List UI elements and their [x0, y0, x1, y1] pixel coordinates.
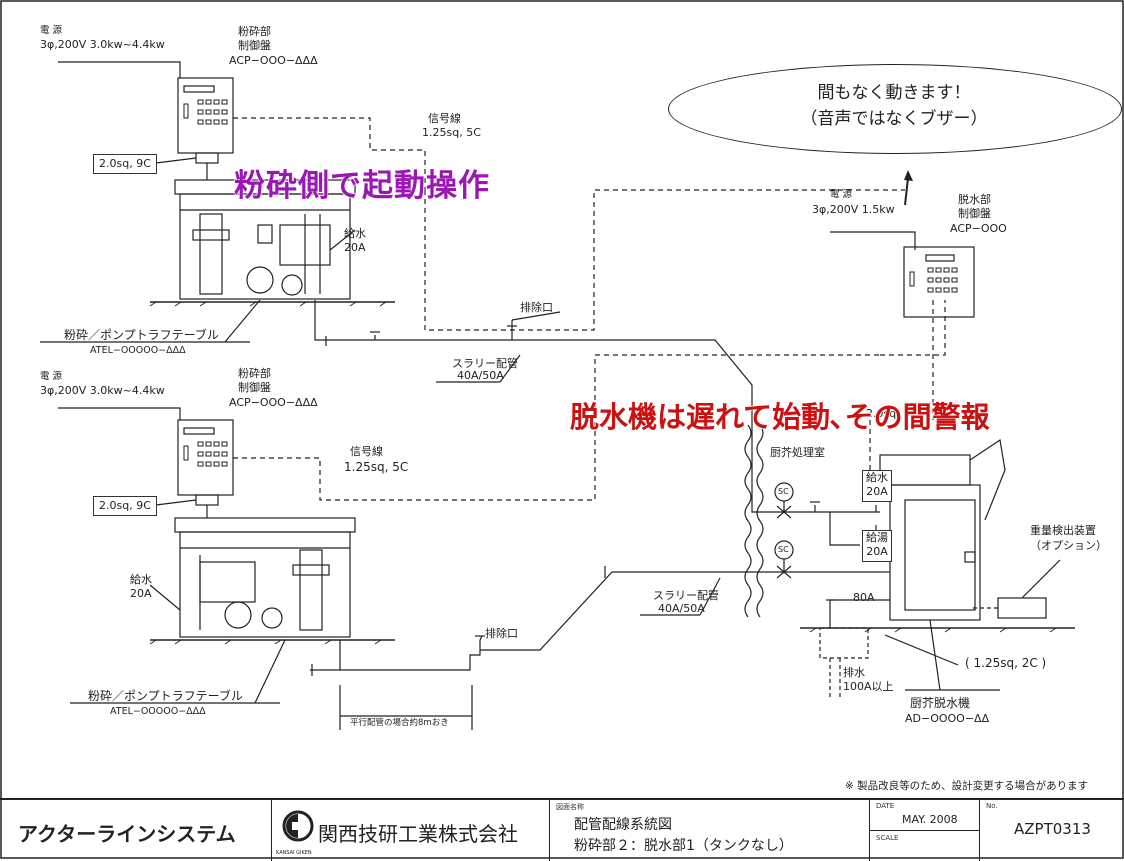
sc-valve-label-2: SC — [778, 545, 789, 554]
crush-start-callout: 粉砕側で起動操作 — [233, 167, 490, 204]
drawing-name-cell: 図面名称 配管配線系統図 粉砕部２：脱水部1（タンクなし） — [550, 800, 870, 861]
dehyd-hot-1: 給湯 — [866, 531, 888, 544]
dehyd-power-2: 3φ,200V 1.5kw — [812, 203, 895, 216]
power-label-top-2: 3φ,200V 3.0kw~4.4kw — [40, 38, 165, 51]
number-caption: No. — [986, 802, 998, 810]
dehyd-panel-3: ACP−OOO — [950, 222, 1007, 235]
drain-label-bottom: 排除口 — [485, 627, 518, 640]
dehyd-cable-label: 2.0sq, 5C — [866, 407, 918, 420]
table-label-top-2: ATEL−OOOOO−ΔΔΔ — [90, 345, 186, 356]
date-value: MAY. 2008 — [902, 813, 958, 826]
buzzer-speech-bubble: 間もなく動きます！ （音声ではなくブザー） — [668, 64, 1124, 156]
power-label-bottom-1: 電 源 — [40, 371, 63, 382]
bubble-line-1: 間もなく動きます！ — [817, 83, 971, 103]
drawing-number: AZPT0313 — [1014, 820, 1091, 838]
panel-label-bottom-3: ACP−OOO−ΔΔΔ — [229, 396, 318, 409]
logo-subtext: KANSAI GIKEN — [276, 850, 312, 856]
company-name: 関西技研工業株式会社 — [318, 822, 518, 846]
signal-label-bottom-1: 信号線 — [350, 445, 383, 458]
date-scale-cell: DATE MAY. 2008 SCALE — [870, 800, 980, 861]
table-label-bottom-2: ATEL−OOOOO−ΔΔΔ — [110, 706, 206, 717]
design-change-note: ※ 製品改良等のため、設計変更する場合があります — [845, 780, 1089, 792]
cable-box-top: 2.0sq, 9C — [93, 154, 157, 174]
signal-label-top-1: 信号線 — [428, 112, 461, 125]
water-label-bottom-1: 給水 — [130, 573, 152, 586]
machine-label-1: 厨芥脱水機 — [910, 696, 971, 710]
dehyd-hot-2: 20A — [866, 545, 888, 558]
panel-label-bottom-1: 粉砕部 — [238, 367, 271, 380]
drawing-number-cell: No. AZPT0313 — [980, 800, 1124, 861]
title-block: アクターラインシステム KANSAI GIKEN 関西技研工業株式会社 図面名称… — [0, 798, 1124, 861]
water-label-top-1: 給水 — [344, 227, 366, 240]
sc-valve-label-1: SC — [778, 487, 789, 496]
water-label-top-2: 20A — [344, 241, 366, 254]
dehyd-panel-1: 脱水部 — [958, 193, 991, 206]
parallel-pipe-note: 平行配管の場合約8mおき — [350, 718, 449, 728]
bubble-line-2: （音声ではなくブザー） — [800, 109, 988, 129]
date-caption: DATE — [876, 802, 895, 810]
power-label-top-1: 電 源 — [40, 25, 63, 36]
exhaust-label-1: 排水 — [843, 666, 865, 679]
weight-device-2: （オプション） — [1030, 539, 1107, 552]
drain-label-top: 排除口 — [520, 301, 553, 314]
drawing-name-2: 粉砕部２：脱水部1（タンクなし） — [574, 838, 793, 854]
drawing-name-1: 配管配線系統図 — [574, 817, 672, 833]
signal-label-bottom-2: 1.25sq, 5C — [344, 460, 409, 474]
dehyd-water-2: 20A — [866, 485, 888, 498]
power-label-bottom-2: 3φ,200V 3.0kw~4.4kw — [40, 384, 165, 397]
dehyd-delay-callout: 脱水機は遅れて始動､その間警報 — [569, 399, 990, 434]
system-name: アクターラインシステム — [18, 822, 236, 846]
table-label-top-1: 粉砕／ポンプトラフテーブル — [64, 328, 219, 342]
machine-label-2: AD−OOOO−ΔΔ — [905, 712, 990, 725]
pipe-80a-label: 80A — [853, 591, 875, 604]
scale-caption: SCALE — [876, 834, 899, 842]
slurry-label-top-1: スラリー配管 — [452, 357, 518, 370]
dehyd-panel-2: 制御盤 — [958, 207, 991, 220]
company-cell: KANSAI GIKEN 関西技研工業株式会社 — [272, 800, 550, 861]
slurry-label-top-2: 40A/50A — [457, 369, 504, 382]
panel-label-top-1: 粉砕部 — [238, 25, 271, 38]
slurry-label-bottom-1: スラリー配管 — [653, 589, 719, 602]
company-logo-icon — [282, 810, 314, 842]
dehyd-water-1: 給水 — [866, 471, 888, 484]
weight-device-1: 重量検出装置 — [1030, 524, 1096, 537]
kitchen-room-label: 厨芥処理室 — [770, 446, 825, 459]
dehyd-power-1: 電 源 — [830, 189, 853, 200]
signal-label-top-2: 1.25sq, 5C — [422, 126, 481, 139]
table-label-bottom-1: 粉砕／ポンプトラフテーブル — [88, 689, 243, 703]
exhaust-label-2: 100A以上 — [843, 680, 894, 693]
cable-box-bottom: 2.0sq, 9C — [93, 496, 157, 516]
panel-label-top-2: 制御盤 — [238, 39, 271, 52]
water-label-bottom-2: 20A — [130, 587, 152, 600]
system-name-cell: アクターラインシステム — [0, 800, 272, 861]
panel-label-bottom-2: 制御盤 — [238, 381, 271, 394]
drawing-name-caption: 図面名称 — [556, 803, 584, 811]
bubble-ellipse — [668, 64, 1122, 154]
slurry-label-bottom-2: 40A/50A — [658, 602, 705, 615]
weight-cable-label: ( 1.25sq, 2C ) — [965, 656, 1047, 670]
panel-label-top-3: ACP−OOO−ΔΔΔ — [229, 54, 318, 67]
